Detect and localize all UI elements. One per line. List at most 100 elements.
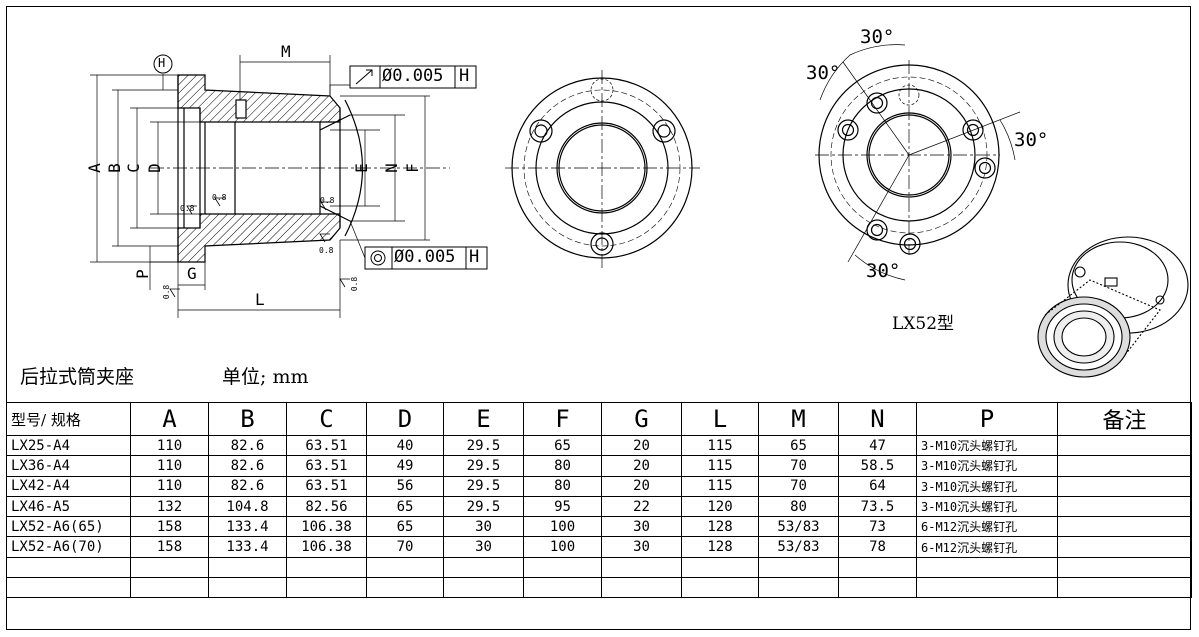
table-cell: 128 (681, 516, 759, 538)
table-cell: 70 (366, 536, 444, 558)
table-row (6, 556, 1192, 579)
table-cell: 73.5 (838, 495, 917, 518)
dim-label-p: P (132, 269, 152, 279)
table-cell: 104.8 (208, 495, 287, 518)
table-cell: 63.51 (286, 475, 367, 497)
table-cell: 106.38 (286, 536, 367, 558)
page-title: 后拉式筒夹座 (20, 366, 135, 388)
table-cell: 80 (758, 495, 839, 518)
dim-label-e: E (351, 163, 371, 173)
dim-label-g: G (187, 264, 197, 283)
table-cell (366, 556, 444, 579)
table-cell: 80 (523, 455, 602, 477)
angle-label-3: 30° (1014, 129, 1049, 151)
table-header-cell: 型号/ 规格 (6, 402, 131, 436)
table-cell: 82.6 (208, 455, 287, 477)
table-cell (758, 556, 839, 579)
table-cell: 100 (523, 536, 602, 558)
table-cell: 133.4 (208, 516, 287, 538)
table-cell: 110 (130, 455, 209, 477)
table-cell: 40 (366, 434, 444, 457)
table-cell (130, 577, 209, 599)
table-cell (1057, 556, 1192, 579)
table-cell (130, 556, 209, 579)
table-header-cell: 备注 (1057, 402, 1192, 436)
angle-label-1: 30° (860, 26, 895, 48)
table-cell (681, 577, 759, 599)
table-cell: 82.6 (208, 434, 287, 457)
table-cell: 132 (130, 495, 209, 518)
table-cell (916, 556, 1058, 579)
angle-label-2: 30° (806, 62, 841, 84)
table-cell: 120 (681, 495, 759, 518)
table-cell: 30 (443, 516, 524, 538)
table-cell: 65 (758, 434, 839, 457)
technical-drawing (90, 44, 1189, 378)
table-header-cell: C (286, 402, 367, 436)
table-cell: 3-M10沉头螺钉孔 (916, 495, 1058, 518)
table-cell (916, 577, 1058, 599)
table-cell (601, 577, 682, 599)
table-cell: 128 (681, 536, 759, 558)
table-cell (838, 577, 917, 599)
concentricity-datum: H (469, 247, 480, 267)
table-cell: LX52-A6(70) (6, 536, 131, 558)
table-cell: 110 (130, 434, 209, 457)
table-cell: 47 (838, 434, 917, 457)
dim-label-l: L (255, 290, 265, 309)
table-cell: LX52-A6(65) (6, 516, 131, 538)
table-cell: 115 (681, 434, 759, 457)
table-cell (286, 577, 367, 599)
table-cell: 100 (523, 516, 602, 538)
front-view-3-hole (505, 70, 700, 268)
table-cell: 95 (523, 495, 602, 518)
table-cell: 158 (130, 536, 209, 558)
table-header-cell: N (838, 402, 917, 436)
table-cell (1057, 434, 1192, 457)
dim-label-d: D (144, 163, 164, 173)
table-cell: 20 (601, 475, 682, 497)
table-cell (1057, 536, 1192, 558)
table-header-cell: F (523, 402, 602, 436)
table-cell: 82.56 (286, 495, 367, 518)
concentricity-value: Ø0.005 (394, 247, 456, 267)
table-cell: 65 (523, 434, 602, 457)
table-cell (758, 577, 839, 599)
table-cell: 158 (130, 516, 209, 538)
drawing-sheet (6, 6, 1191, 630)
table-cell: 30 (601, 536, 682, 558)
finish-label-3: 0.8 (212, 193, 227, 202)
table-cell: 3-M10沉头螺钉孔 (916, 455, 1058, 477)
table-cell: 110 (130, 475, 209, 497)
table-cell: 73 (838, 516, 917, 538)
dim-label-a: A (84, 163, 104, 173)
table-cell: 115 (681, 455, 759, 477)
runout-datum: H (459, 66, 470, 86)
table-cell: LX42-A4 (6, 475, 131, 497)
product-3d-icon (1037, 236, 1189, 378)
table-cell: 115 (681, 475, 759, 497)
table-header-cell: M (758, 402, 839, 436)
table-cell: 56 (366, 475, 444, 497)
table-cell (1057, 495, 1192, 518)
table-cell (443, 556, 524, 579)
table-cell: 3-M10沉头螺钉孔 (916, 434, 1058, 457)
table-header-cell: B (208, 402, 287, 436)
table-cell: 106.38 (286, 516, 367, 538)
table-cell: 58.5 (838, 455, 917, 477)
table-cell (208, 577, 287, 599)
finish-label-6: 0.8 (319, 246, 334, 255)
section-view (90, 54, 488, 318)
table-cell (523, 577, 602, 599)
finish-label-5: 0.8 (320, 196, 335, 205)
table-cell (1057, 516, 1192, 538)
table-cell (366, 577, 444, 599)
table-cell: 82.6 (208, 475, 287, 497)
table-row (6, 577, 1192, 599)
